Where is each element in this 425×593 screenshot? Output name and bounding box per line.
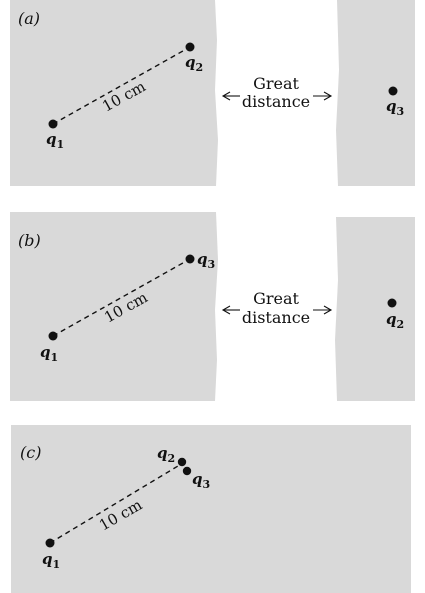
panel-c-region [11,425,411,593]
panel-b-charge-q2-label: q2 [386,310,404,331]
panel-a-right-arrow [313,91,333,101]
panel-b-left-region [10,212,218,401]
panel-b-charge-q1-dot [48,331,58,341]
panel-b-charge-q3-dot [185,254,195,264]
panel-a-charge-q2-label: q2 [185,53,203,74]
panel-a-right-region [336,0,415,186]
panel-b-gap-label-line2: distance [242,308,310,327]
panel-b-charge-q3-label: q3 [197,250,215,271]
panel-c-charge-q2-dot [177,457,187,467]
panel-c-charge-q1-label: q1 [42,550,60,571]
panel-a-charge-q1-label: q1 [46,130,64,151]
panel-c-charge-q2-label: q2 [157,444,175,465]
panel-a-tag: (a) [18,9,40,28]
panel-a-charge-q1-dot [48,119,58,129]
panel-b-left-arrow [221,305,240,315]
panel-a-left-region [10,0,218,186]
panel-b: (b) 10 cm q1 q3 q2 Great distance [10,212,415,401]
panel-c: (c) 10 cm q1 q2 q3 [11,425,411,593]
panel-b-separation-line [52,258,191,337]
panel-b-right-arrow [313,305,333,315]
panel-c-charge-q3-dot [182,466,192,476]
panel-b-charge-q2-dot [387,298,397,308]
panel-a-gap-label-line2: distance [242,92,310,111]
panel-c-charge-q3-label: q3 [192,470,210,491]
panel-a-gap-label-line1: Great [253,74,299,93]
panel-c-charge-q1-dot [45,538,55,548]
panel-b-right-region [335,217,415,401]
panel-c-tag: (c) [20,443,41,462]
panel-b-gap-label-line1: Great [253,289,299,308]
panel-a: (a) 10 cm q1 q2 q3 Great distance [10,0,415,186]
panel-a-charge-q3-label: q3 [386,97,404,118]
panel-a-charge-q3-dot [388,86,398,96]
panel-b-charge-q1-label: q1 [40,343,58,364]
panel-a-charge-q2-dot [185,42,195,52]
panel-b-tag: (b) [18,231,41,250]
panel-c-separation-line [49,462,184,544]
panel-a-separation-line [52,46,191,125]
panel-a-left-arrow [221,91,240,101]
